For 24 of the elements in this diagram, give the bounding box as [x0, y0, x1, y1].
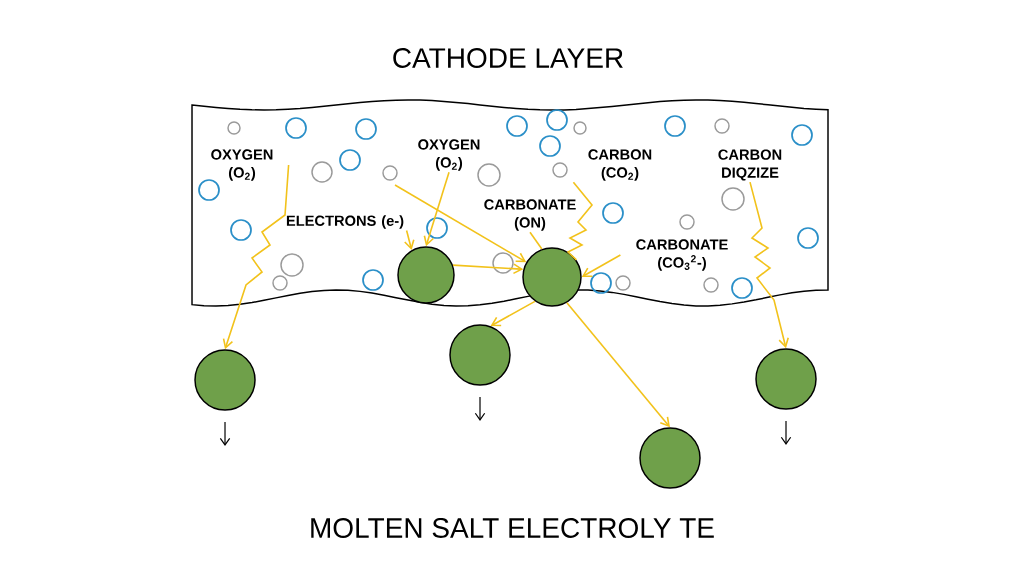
particle-circle [522, 247, 582, 307]
arrow [452, 263, 524, 275]
text-label: CARBONATE (ON) [484, 199, 576, 231]
arrow [490, 300, 536, 327]
particle-circle [194, 349, 256, 411]
arrow [566, 301, 670, 428]
particle-circle [449, 324, 511, 386]
arrow [749, 181, 789, 349]
arrow [222, 164, 290, 350]
particle-circle [639, 427, 701, 489]
arrow [394, 184, 527, 263]
text-label: CARBON (CO$_{2}$) [588, 149, 652, 181]
text-label: OXYGEN (O$_{2}$) [211, 149, 273, 181]
layer-heading: MOLTEN SALT ELECTROLY TE [311, 518, 714, 538]
arrow [581, 254, 622, 278]
arrow [403, 229, 415, 251]
particle-circle [755, 348, 817, 410]
layer-heading: CATHODE LAYER [393, 48, 623, 68]
text-label: ELECTRONS (e-) [286, 215, 404, 229]
arrow [423, 171, 450, 247]
text-label: CARBON DIQZIZE [718, 149, 782, 181]
particle-circle [397, 246, 455, 304]
text-label: CARBONATE (CO$_{3}$$^{2}$-) [636, 239, 728, 271]
text-label: OXYGEN (O$_{2}$) [418, 139, 480, 171]
